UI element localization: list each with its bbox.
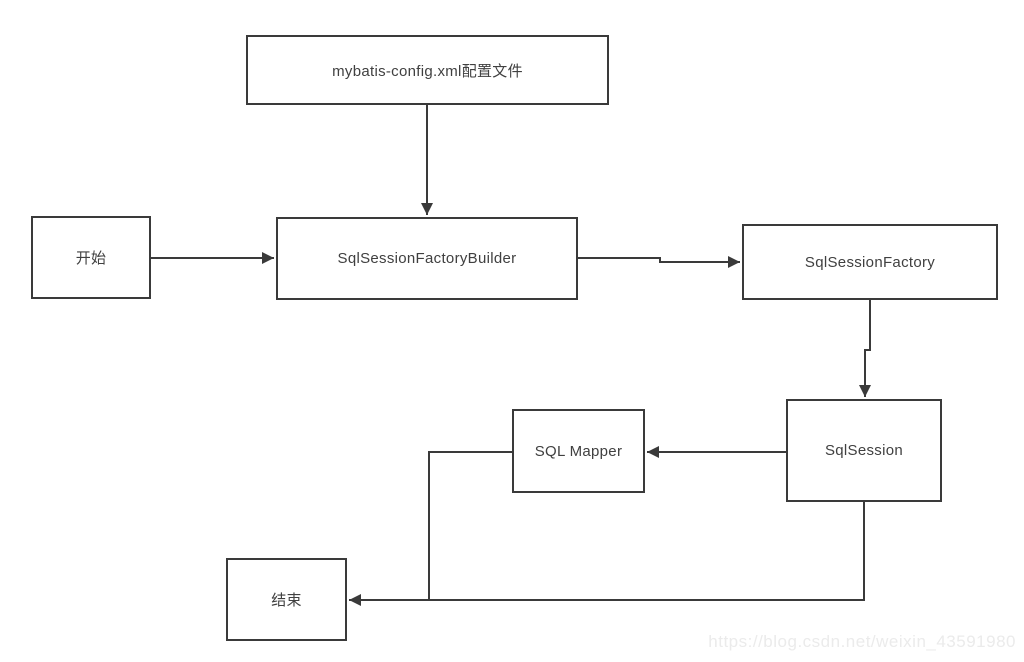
node-start: 开始	[31, 216, 151, 299]
node-sqlsessionfactorybuilder-label: SqlSessionFactoryBuilder	[337, 250, 517, 267]
node-sql-mapper: SQL Mapper	[512, 409, 645, 493]
node-sqlsessionfactorybuilder: SqlSessionFactoryBuilder	[276, 217, 578, 300]
connector-builder-to-factory	[578, 256, 740, 268]
connector-session-to-end	[349, 502, 865, 606]
node-sqlsession: SqlSession	[786, 399, 942, 502]
node-mybatis-config: mybatis-config.xml配置文件	[246, 35, 609, 105]
node-sql-mapper-label: SQL Mapper	[534, 442, 623, 460]
node-sqlsessionfactory-label: SqlSessionFactory	[804, 253, 936, 271]
node-end-label: 结束	[271, 592, 302, 609]
node-start-label: 开始	[75, 250, 107, 267]
node-sqlsession-label: SqlSession	[824, 442, 904, 459]
csdn-watermark: https://blog.csdn.net/weixin_43591980	[708, 632, 1016, 651]
node-end: 结束	[226, 558, 347, 641]
node-mybatis-config-label: mybatis-config.xml配置文件	[332, 62, 523, 80]
node-sqlsessionfactory: SqlSessionFactory	[742, 224, 998, 300]
connector-factory-to-session	[859, 300, 871, 397]
connector-mapper-to-end	[428, 451, 512, 600]
